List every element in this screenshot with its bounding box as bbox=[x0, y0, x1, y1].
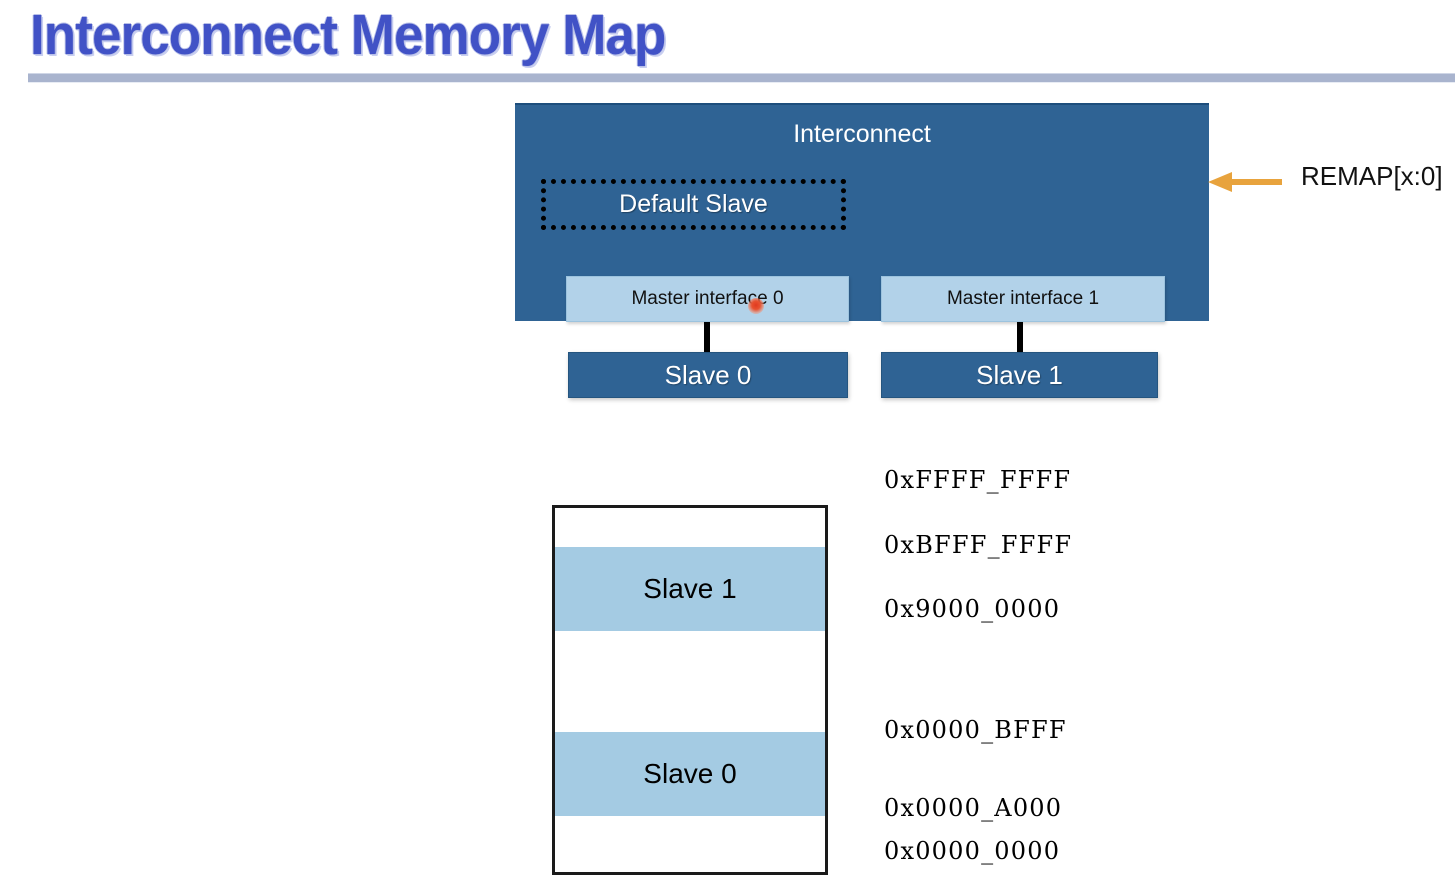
connector-line-master0-slave0 bbox=[704, 322, 710, 353]
address-label-4: 0x0000_A000 bbox=[884, 794, 1063, 822]
interconnect-label: Interconnect bbox=[793, 120, 931, 148]
slave-block-0: Slave 0 bbox=[568, 352, 848, 398]
address-label-0: 0xFFFF_FFFF bbox=[884, 466, 1072, 494]
master-interface-1: Master interface 1 bbox=[881, 276, 1165, 322]
memory-region-slave1: Slave 1 bbox=[555, 547, 825, 631]
address-label-3: 0x0000_BFFF bbox=[884, 716, 1067, 744]
address-label-2: 0x9000_0000 bbox=[884, 595, 1061, 623]
default-slave-block: Default Slave bbox=[541, 179, 846, 230]
default-slave-label: Default Slave bbox=[619, 190, 768, 218]
title-divider bbox=[28, 73, 1455, 83]
memory-region-slave0: Slave 0 bbox=[555, 732, 825, 816]
remap-signal-label: REMAP[x:0] bbox=[1301, 161, 1443, 191]
connector-line-master1-slave1 bbox=[1017, 322, 1023, 353]
master-interface-0: Master interface 0 bbox=[566, 276, 849, 322]
address-label-5: 0x0000_0000 bbox=[884, 837, 1061, 865]
remap-arrow-icon bbox=[1208, 172, 1282, 192]
slave-block-1: Slave 1 bbox=[881, 352, 1158, 398]
address-label-1: 0xBFFF_FFFF bbox=[884, 531, 1073, 559]
page-title: Interconnect Memory Map bbox=[30, 3, 666, 67]
